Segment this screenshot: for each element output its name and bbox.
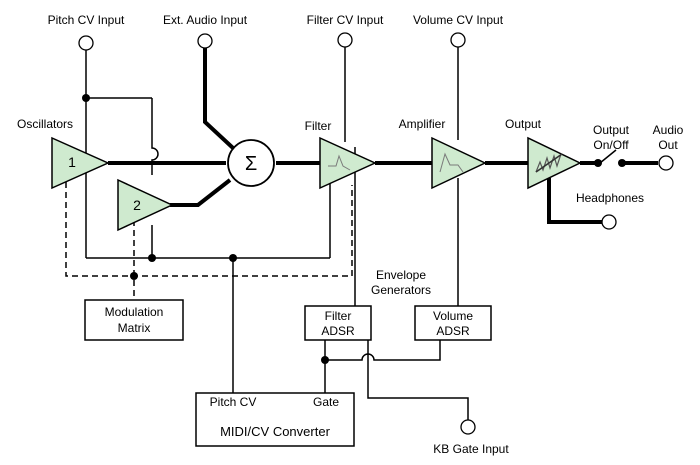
mixer-circle[interactable] bbox=[227, 139, 275, 187]
kb-gate-jack[interactable] bbox=[460, 419, 476, 435]
modulation-dashed-bus bbox=[65, 182, 353, 277]
junction-dot bbox=[148, 254, 156, 262]
oscillator-1-label: 1 bbox=[68, 154, 76, 170]
audio-out-label: Audio bbox=[653, 123, 684, 137]
gate-to-volume-adsr bbox=[325, 340, 441, 361]
headphones-jack[interactable] bbox=[601, 214, 617, 230]
output-block[interactable] bbox=[527, 136, 582, 190]
volume-adsr-label: Volume bbox=[433, 309, 473, 323]
filter-cv-jack[interactable] bbox=[337, 32, 353, 48]
amplifier-label: Amplifier bbox=[399, 117, 446, 131]
pitch-cv-osc2-hop bbox=[151, 98, 159, 175]
modulation-matrix-box[interactable] bbox=[84, 299, 184, 341]
converter-gate-label: Gate bbox=[313, 395, 339, 409]
audio-out-jack[interactable] bbox=[658, 155, 674, 171]
junction-dot bbox=[229, 254, 237, 262]
amplifier-block[interactable] bbox=[431, 136, 487, 190]
junction-dot bbox=[130, 272, 138, 280]
filter-curve-icon bbox=[328, 154, 351, 171]
ext-audio-line bbox=[203, 48, 235, 150]
converter-title: MIDI/CV Converter bbox=[220, 424, 330, 439]
filter-block[interactable] bbox=[319, 136, 377, 190]
output-switch-lever bbox=[599, 149, 617, 164]
volume-adsr-box[interactable] bbox=[414, 305, 492, 341]
audio-out-label-2: Out bbox=[658, 138, 678, 152]
junction-dot bbox=[321, 356, 329, 364]
modulation-matrix-label-2: Matrix bbox=[118, 321, 151, 335]
oscillator-1[interactable] bbox=[51, 136, 110, 190]
oscillator-2[interactable] bbox=[117, 178, 174, 232]
volume-cv-jack[interactable] bbox=[450, 32, 466, 48]
filter-adsr-box[interactable] bbox=[304, 305, 372, 341]
oscillators-label: Oscillators bbox=[17, 117, 73, 131]
output-switch-label: Output bbox=[593, 123, 630, 137]
volume-adsr-label-2: ADSR bbox=[436, 324, 470, 338]
ext-audio-input-label: Ext. Audio Input bbox=[163, 13, 248, 27]
envelope-generators-label-2: Generators bbox=[371, 283, 431, 297]
output-switch-label-2: On/Off bbox=[593, 138, 629, 152]
headphones-label: Headphones bbox=[576, 191, 644, 205]
filter-label: Filter bbox=[305, 119, 332, 133]
pitch-cv-input-label: Pitch CV Input bbox=[48, 13, 125, 27]
osc2-audio-line bbox=[170, 178, 232, 207]
junction-dot bbox=[82, 94, 90, 102]
modulation-matrix-label: Modulation bbox=[105, 305, 164, 319]
filter-adsr-label: Filter bbox=[325, 309, 352, 323]
switch-contact-dot bbox=[618, 159, 626, 167]
ext-audio-jack[interactable] bbox=[197, 33, 213, 49]
oscillator-2-label: 2 bbox=[133, 197, 141, 213]
volume-cv-input-label: Volume CV Input bbox=[413, 13, 504, 27]
pitch-cv-jack[interactable] bbox=[78, 35, 94, 51]
output-label: Output bbox=[505, 117, 542, 131]
converter-pitch-cv-label: Pitch CV bbox=[210, 395, 257, 409]
filter-adsr-label-2: ADSR bbox=[321, 324, 355, 338]
switch-contact-dot bbox=[594, 159, 602, 167]
envelope-generators-label: Envelope bbox=[376, 268, 426, 282]
midi-cv-converter-box[interactable] bbox=[195, 392, 355, 447]
kb-gate-wire bbox=[367, 340, 469, 420]
headphones-line bbox=[547, 178, 602, 224]
output-level-slash-icon bbox=[535, 153, 563, 173]
mixer-sigma-symbol: Σ bbox=[245, 153, 257, 175]
amplifier-envelope-icon bbox=[439, 152, 464, 173]
kb-gate-input-label: KB Gate Input bbox=[433, 442, 509, 456]
filter-cv-input-label: Filter CV Input bbox=[307, 13, 384, 27]
